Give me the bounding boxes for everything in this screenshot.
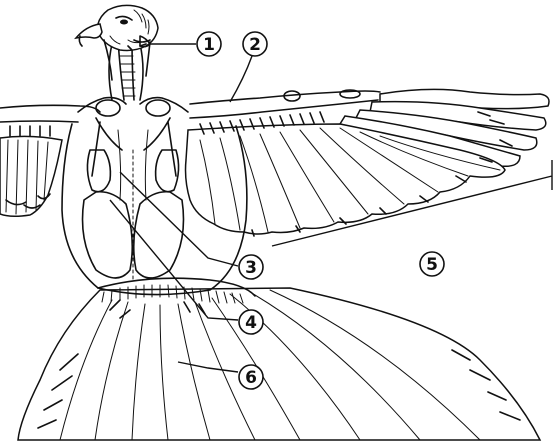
callout-5: 5 bbox=[420, 252, 444, 276]
callout-3-label: 3 bbox=[245, 258, 257, 278]
callout-2-label: 2 bbox=[249, 35, 261, 55]
callout-1-label: 1 bbox=[203, 35, 215, 55]
callout-4-label: 4 bbox=[245, 313, 257, 333]
tail-feathers bbox=[18, 288, 540, 440]
callout-4: 4 bbox=[239, 310, 263, 334]
leader-2 bbox=[230, 56, 252, 102]
right-wing bbox=[186, 89, 550, 236]
head bbox=[76, 5, 158, 80]
callout-2: 2 bbox=[243, 32, 267, 56]
callout-6-label: 6 bbox=[245, 368, 257, 388]
callout-3: 3 bbox=[239, 255, 263, 279]
callout-5-label: 5 bbox=[426, 255, 438, 275]
callout-1: 1 bbox=[197, 32, 221, 56]
callout-6: 6 bbox=[239, 365, 263, 389]
